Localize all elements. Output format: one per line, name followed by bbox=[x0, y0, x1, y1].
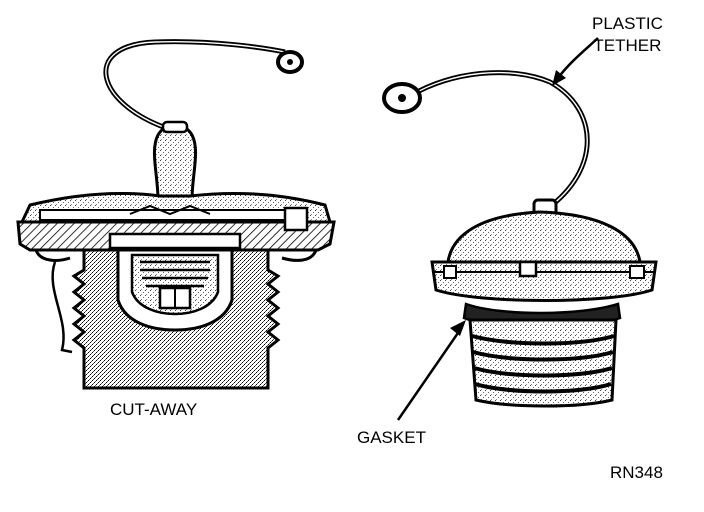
plastic-tether-label: PLASTIC TETHER bbox=[592, 13, 663, 57]
assembled-tether bbox=[410, 70, 590, 211]
cutaway-cap bbox=[16, 39, 336, 390]
gasket-leader bbox=[396, 320, 466, 421]
plastic-tether-label-line1: PLASTIC bbox=[592, 14, 663, 33]
figure-reference-label: RN348 bbox=[610, 463, 663, 482]
tether-leader bbox=[552, 37, 599, 86]
plastic-tether-label-line2: TETHER bbox=[593, 36, 662, 55]
cut-away-label: CUT-AWAY bbox=[110, 400, 198, 419]
gasket-label: GASKET bbox=[357, 428, 426, 447]
assembled-cap bbox=[382, 70, 658, 408]
cutaway-tether bbox=[103, 39, 286, 133]
